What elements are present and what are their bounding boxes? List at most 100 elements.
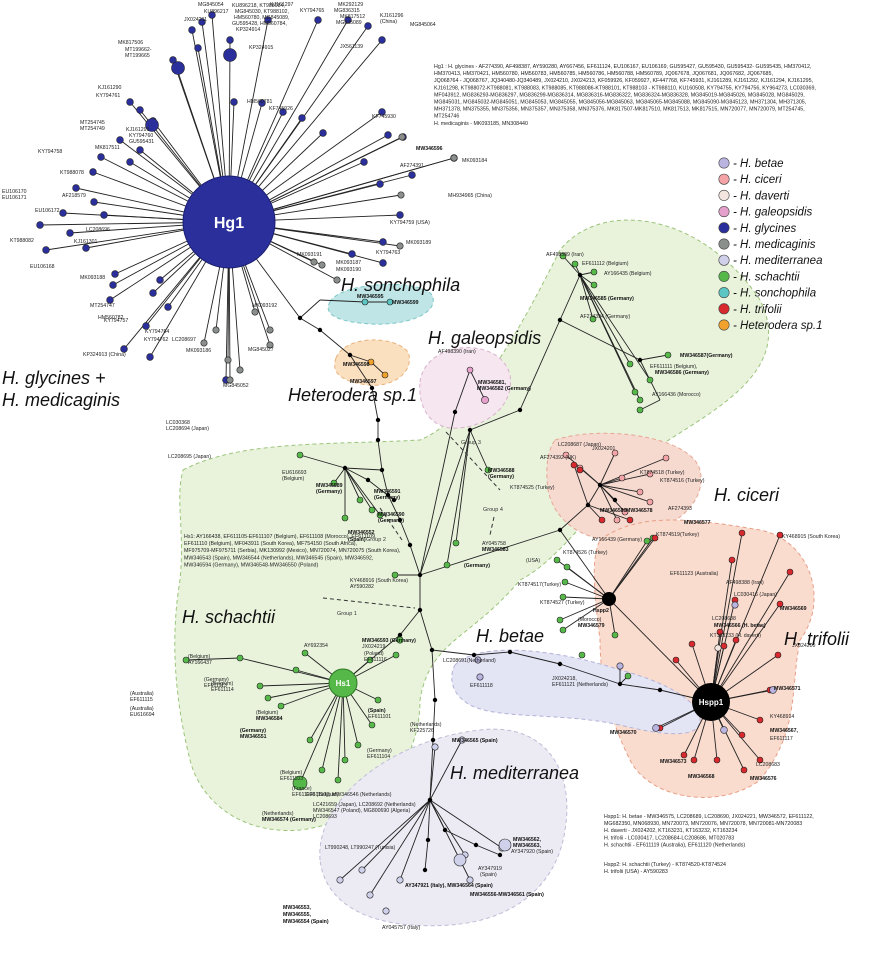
network-edge — [509, 651, 561, 665]
network-edge — [639, 399, 661, 411]
network-edge — [559, 529, 610, 600]
legend-label-ciceri: - H. ciceri — [733, 174, 782, 186]
network-edge — [469, 369, 486, 401]
node-label: AF498388 (Iran) — [726, 580, 764, 586]
node-label: (Belgium) — [256, 710, 278, 716]
network-edge — [599, 473, 651, 486]
glycines-node — [97, 153, 105, 161]
node-label: MW346588 — [488, 468, 515, 474]
node-label: MW346587(Germany) — [680, 353, 733, 359]
node-label: MW346554 (Spain) — [283, 919, 329, 925]
hull-galeopsidis — [419, 347, 511, 429]
node-label: EF611103 — [280, 776, 303, 782]
node-label: AF274394 (Germany) — [580, 314, 630, 320]
note-line: MH371378, MN375355, MN375356, MN375357, … — [434, 107, 805, 113]
node-label: KJ161296 — [380, 13, 403, 19]
network-edge — [419, 529, 561, 576]
node-label: AF218579 — [62, 193, 86, 199]
note-line: MF043912, MG836293-MG836297, MG836299-MG… — [434, 92, 805, 98]
median-vector-node — [342, 465, 348, 471]
network-nodes — [36, 11, 794, 915]
schachtii-node — [318, 766, 326, 774]
median-vector-node — [557, 527, 563, 533]
node-label: EF611102, MW346546 (Netherlands) — [306, 792, 392, 798]
schachtii-node — [277, 702, 285, 710]
node-label: KY794762 — [144, 337, 168, 343]
network-edge — [299, 682, 344, 784]
median-vector-node — [637, 357, 643, 363]
node-label: MT254749 — [80, 126, 105, 132]
node-label: AY166439 (Germany) — [592, 537, 642, 543]
trifolii-node — [690, 756, 698, 764]
network-edge — [608, 537, 656, 600]
node-label: KY468914 — [770, 714, 794, 720]
glycines-node — [348, 250, 356, 258]
node-label: EU106168 — [30, 264, 55, 270]
schachtii-node — [578, 651, 586, 659]
glycines-node — [396, 211, 404, 219]
network-edge — [299, 299, 321, 319]
glycines-node — [258, 99, 266, 107]
legend-label-galeopsidis: - H. galeopsidis — [733, 207, 813, 219]
glycines-node — [378, 36, 386, 44]
legend-swatch-sonchophila — [718, 287, 730, 299]
group-dividers — [322, 431, 501, 609]
network-edge — [337, 682, 344, 781]
node-label: MW346547 (Poland), MG800690 (Algeria) — [313, 808, 410, 814]
legend-label-daverti: - H. daverti — [733, 190, 790, 202]
node-label: (Belgium) — [188, 654, 210, 660]
betae-node — [476, 673, 484, 681]
schachtii-node — [330, 479, 338, 487]
node-label: MK093184 — [462, 158, 487, 164]
group-4-marker: Group 4 — [483, 507, 503, 513]
network-edge — [446, 429, 471, 566]
medicaginis-node — [396, 242, 404, 250]
network-edge — [599, 484, 626, 513]
trifolii-node — [651, 534, 659, 542]
group-2-marker: Group 2 — [366, 537, 386, 543]
mediterranea-node — [396, 876, 404, 884]
node-label: EF611115 — [130, 697, 153, 703]
network-edge — [319, 299, 366, 303]
median-vector-node — [585, 502, 591, 508]
group-label-sonchophila: H. sonchophila — [341, 275, 460, 295]
node-label: MW346556-MW346561 (Spain) — [470, 892, 544, 898]
node-label: LC208697 — [172, 337, 196, 343]
network-edge — [321, 682, 344, 771]
node-label: EF611114 — [211, 687, 234, 693]
network-edge — [399, 799, 431, 881]
node-label: HM560781 — [247, 99, 272, 105]
network-edge — [381, 469, 389, 496]
glycines-node — [142, 322, 150, 330]
network-edge — [599, 457, 667, 486]
median-vector-node — [417, 607, 423, 613]
node-label: EF611100 (Belgium) — [292, 792, 339, 798]
mediterranea-node — [431, 743, 439, 751]
group-label-ciceri: H. ciceri — [714, 485, 780, 505]
node-label: MK093189 — [406, 240, 431, 246]
legend-label-schachtii: - H. schachtii — [733, 271, 800, 283]
node-label: MK292129 — [338, 2, 363, 8]
node-label: KT874519(Turkey) — [656, 532, 699, 538]
glycines-node — [82, 244, 90, 252]
note-line: KJ161298, KT988072-KT988081, KT988083, K… — [434, 85, 816, 91]
node-label: (Germany) — [204, 677, 229, 683]
network-edge — [599, 477, 623, 486]
median-vector-node — [429, 647, 435, 653]
node-label: MW346589 — [316, 483, 343, 489]
glycines-node — [36, 221, 44, 229]
glycines-node — [90, 198, 98, 206]
median-vector-node — [425, 837, 431, 843]
node-label: (USA) — [526, 558, 540, 564]
note-line: Hspp2: H. schachtii (Turkey) - KT874520-… — [604, 862, 726, 868]
network-edge — [424, 839, 429, 871]
node-label: (Spain) — [480, 872, 497, 878]
node-label: EF611121 (Netherlands) — [552, 682, 608, 688]
node-label: EU106171 — [2, 195, 27, 201]
trifolii-node — [576, 466, 584, 474]
legend-label-betae: - H. betae — [733, 158, 784, 170]
glycines-node — [223, 48, 237, 62]
network-edge — [559, 598, 610, 621]
network-edge — [599, 484, 651, 503]
legend-label-trifolii: - H. trifolii — [733, 304, 782, 316]
